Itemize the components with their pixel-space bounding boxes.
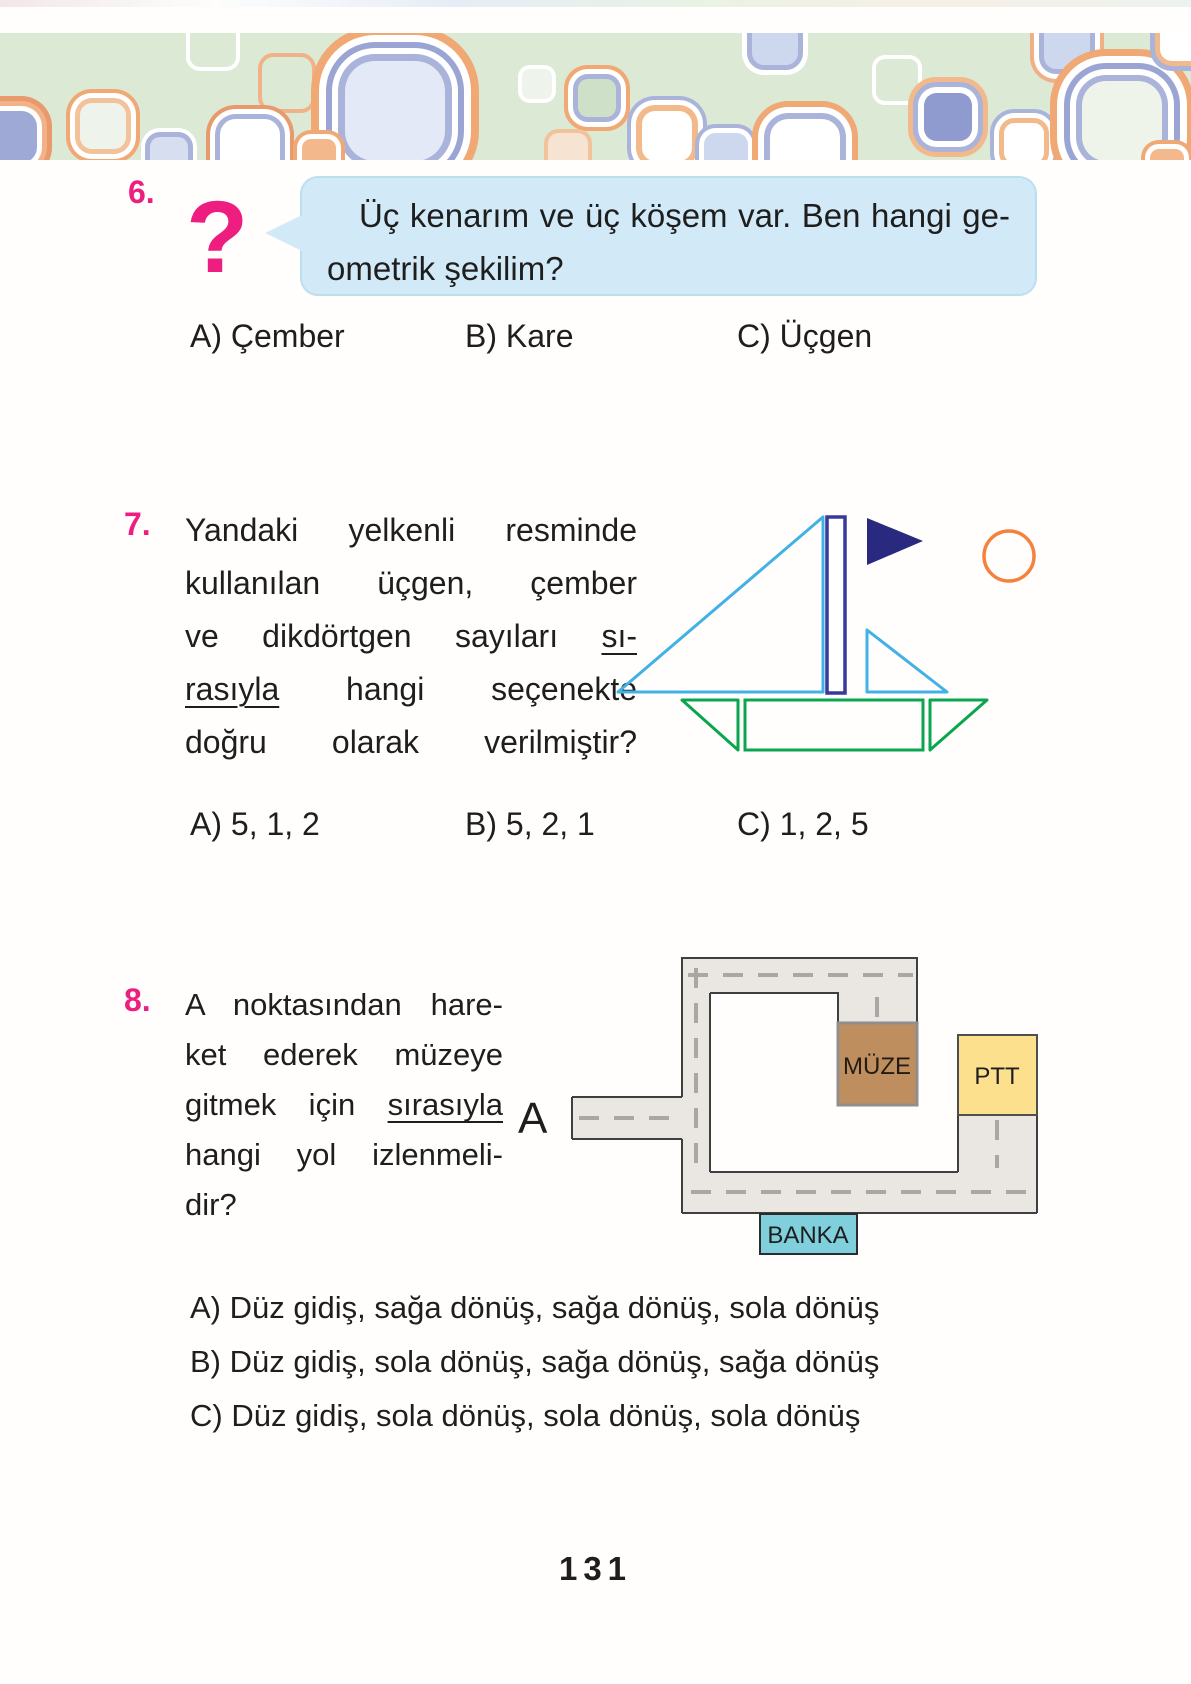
sailboat-figure: [616, 515, 1036, 752]
decorative-motif: [1044, 33, 1090, 69]
question-7-number: 7.: [124, 506, 151, 542]
text-line: rasıyla hangi seçenekte: [185, 671, 637, 707]
decorative-motif: [0, 111, 37, 160]
hull-left-triangle: [680, 698, 740, 752]
text-line: A noktasından hare-: [185, 987, 503, 1022]
bubble-text-line-1: Üç kenarım ve üç köşem var. Ben hangi ge…: [359, 197, 1010, 234]
top-edge-strip: [0, 0, 1191, 7]
decorative-motif: [770, 119, 840, 160]
road-outline: [571, 957, 1038, 1214]
building-muze: [836, 1021, 919, 1107]
decorative-motif: [642, 111, 692, 160]
decorative-motif: [924, 93, 972, 141]
text-line: doğru olarak verilmiştir?: [185, 724, 637, 760]
decorative-motif: [522, 69, 552, 99]
decorative-motif: [186, 33, 240, 71]
decorative-motif: [258, 53, 316, 113]
decorative-motif: [1160, 33, 1191, 61]
decorative-motif: [150, 137, 188, 160]
label-ptt: PTT: [974, 1063, 1020, 1090]
decorative-motif: [704, 133, 748, 160]
decorative-motif: [578, 79, 616, 117]
hull-right-triangle: [928, 698, 989, 752]
text-line: gitmek için sırasıyla: [185, 1087, 503, 1122]
decorative-motif: [1004, 123, 1044, 160]
text-line: dir?: [185, 1187, 237, 1222]
decorative-motif: [302, 139, 336, 160]
page-number: 131: [558, 1550, 633, 1587]
start-point-label: A: [518, 1094, 548, 1143]
decorative-motif: [1082, 81, 1162, 160]
decorative-motif: [548, 133, 588, 160]
header-band: [0, 33, 1191, 160]
q7-option-b: B) 5, 2, 1: [465, 806, 595, 842]
q7-option-c: C) 1, 2, 5: [737, 806, 869, 842]
decorative-motif: [1150, 149, 1184, 160]
q6-option-a: A) Çember: [190, 318, 345, 354]
lane-markings: [579, 968, 1027, 1194]
q8-option-a: A) Düz gidiş, sağa dönüş, sağa dönüş, so…: [190, 1290, 880, 1325]
q7-options-row: A) 5, 1, 2 B) 5, 2, 1 C) 1, 2, 5: [0, 806, 1191, 850]
question-6-number: 6.: [128, 174, 155, 210]
large-sail-triangle: [616, 515, 825, 694]
route-map-figure: MÜZE PTT BANKA: [571, 957, 1038, 1255]
mast-rectangle: [825, 515, 847, 695]
decorative-motif: [345, 61, 445, 160]
question-8-text: A noktasından hare- ket ederek müzeye gi…: [185, 980, 503, 1230]
sun-circle: [982, 529, 1036, 583]
q6-option-c: C) Üçgen: [737, 318, 873, 354]
question-mark-figure: ?: [186, 180, 249, 294]
bubble-text-line-2: ometrik şekilim?: [327, 250, 564, 287]
q6-option-b: B) Kare: [465, 318, 574, 354]
text-line: kullanılan üçgen, çember: [185, 565, 637, 601]
q7-option-a: A) 5, 1, 2: [190, 806, 320, 842]
decorative-motif: [752, 33, 798, 65]
text-line: ve dikdörtgen sayıları sı-: [185, 618, 637, 654]
small-sail-triangle: [865, 628, 949, 694]
label-muze: MÜZE: [843, 1053, 911, 1080]
text-line: ket ederek müzeye: [185, 1037, 503, 1072]
text-line: hangi yol izlenmeli-: [185, 1137, 503, 1172]
q8-option-b: B) Düz gidiş, sola dönüş, sağa dönüş, sa…: [190, 1344, 880, 1379]
flag-triangle: [867, 518, 923, 565]
q8-option-c: C) Düz gidiş, sola dönüş, sola dönüş, so…: [190, 1398, 861, 1433]
decorative-motif: [872, 55, 922, 105]
decorative-motif: [80, 103, 126, 149]
speech-bubble: Üç kenarım ve üç köşem var. Ben hangi ge…: [265, 176, 1037, 296]
decorative-motif: [220, 119, 280, 160]
question-7-text: Yandaki yelkenli resminde kullanılan üçg…: [185, 504, 637, 769]
hull-rectangle: [743, 698, 925, 752]
q6-options-row: A) Çember B) Kare C) Üçgen: [0, 318, 1191, 362]
building-ptt: [957, 1034, 1038, 1116]
building-banka: [759, 1213, 858, 1255]
label-banka: BANKA: [767, 1222, 848, 1249]
question-8-number: 8.: [124, 982, 151, 1018]
text-line: Yandaki yelkenli resminde: [185, 512, 637, 548]
